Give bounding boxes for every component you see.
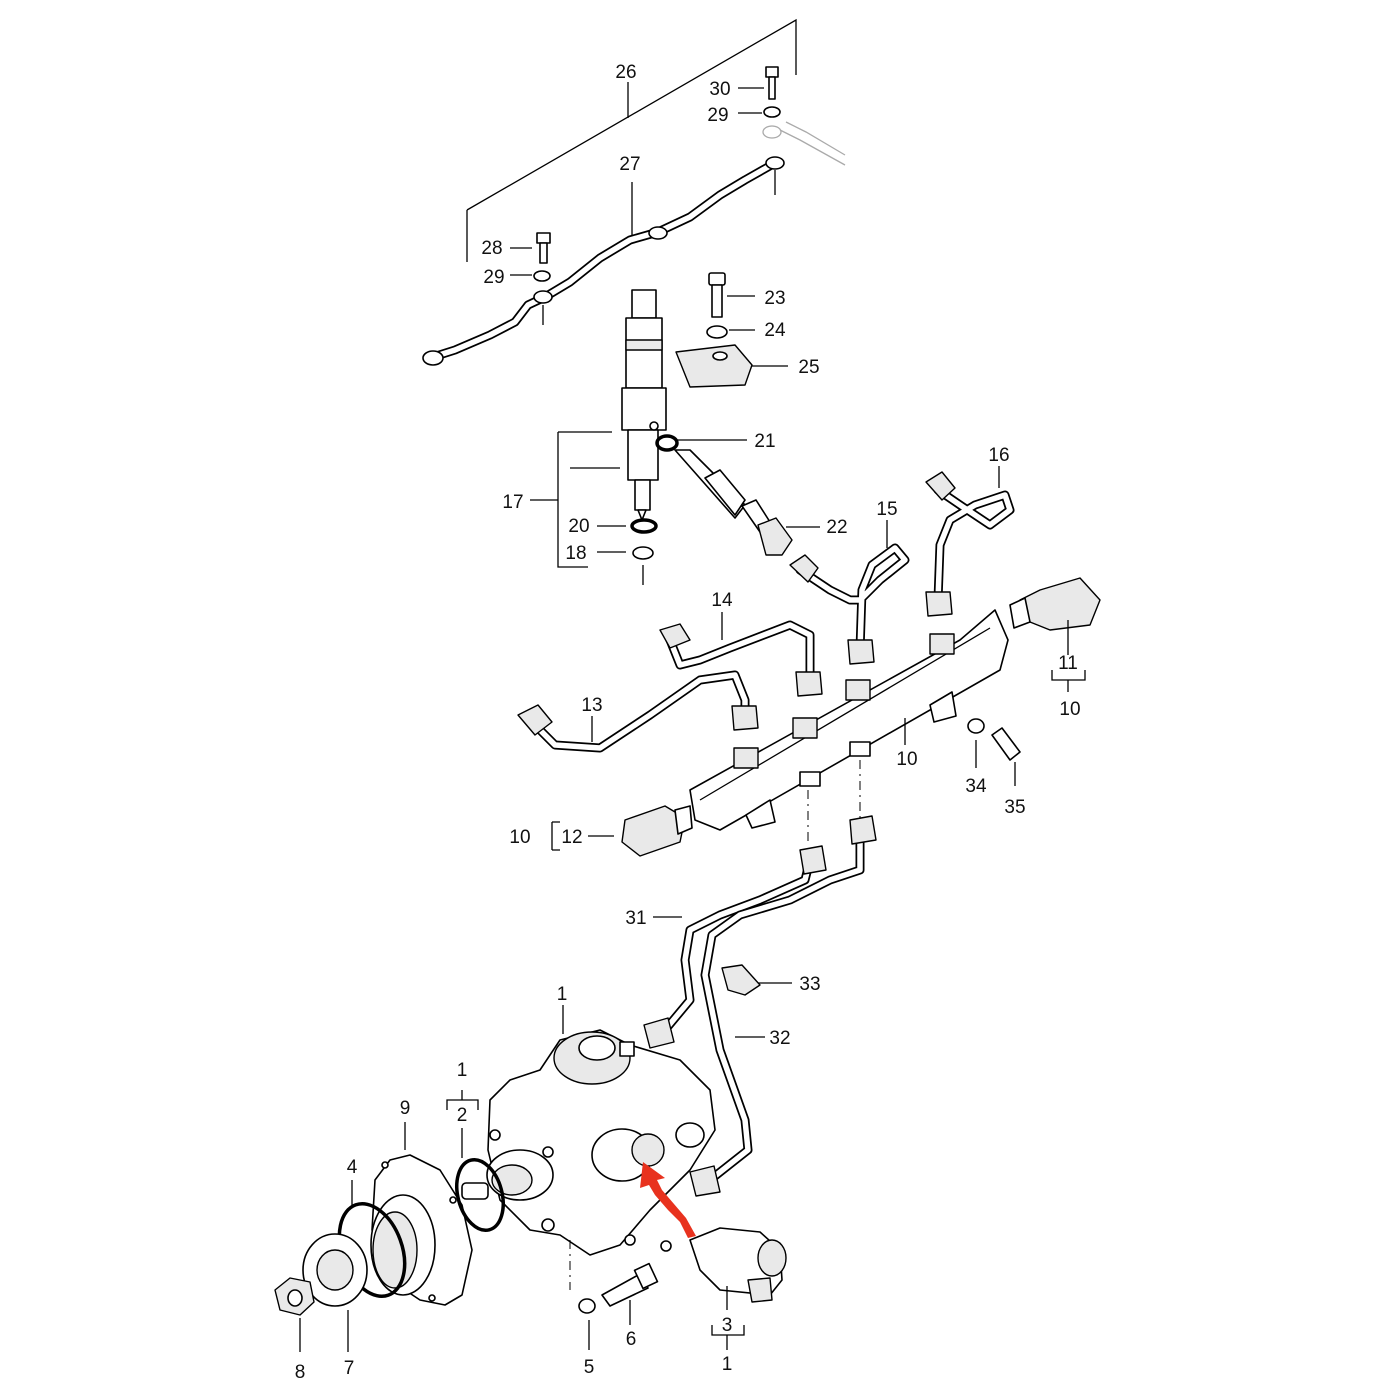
callout-22: 22 <box>826 517 847 538</box>
callout-13: 13 <box>581 695 602 716</box>
callout-1-pump: 1 <box>557 984 568 1005</box>
highlight-arrow <box>640 1162 696 1238</box>
callout-11: 11 <box>1058 653 1078 674</box>
callout-7: 7 <box>344 1358 355 1379</box>
callout-31: 31 <box>625 908 646 929</box>
callout-6: 6 <box>626 1329 637 1350</box>
callout-26: 26 <box>615 62 636 83</box>
common-rail-assembly <box>551 577 1101 857</box>
callout-23: 23 <box>764 288 785 309</box>
callout-16: 16 <box>988 445 1009 466</box>
callout-9: 9 <box>400 1098 411 1119</box>
callout-10-right: 10 <box>1059 699 1080 720</box>
callout-35: 35 <box>1004 797 1025 818</box>
pipes-31-32 <box>643 760 877 1197</box>
callout-10-left: 10 <box>509 827 530 848</box>
pipe-15 <box>789 520 910 665</box>
callout-34: 34 <box>965 776 987 797</box>
injector-assembly <box>530 289 667 585</box>
drive-components <box>274 1090 659 1352</box>
pipe-13 <box>517 670 759 753</box>
callout-labels: 26 30 29 27 28 29 23 24 25 21 16 17 15 2… <box>295 62 1081 1383</box>
callout-30: 30 <box>709 79 730 100</box>
callout-27: 27 <box>619 154 640 175</box>
callout-33: 33 <box>799 974 820 995</box>
callout-1-valve: 1 <box>722 1354 733 1375</box>
injector-feed-assembly <box>655 434 820 556</box>
callout-1-ring: 1 <box>457 1060 468 1081</box>
callout-14: 14 <box>711 590 733 611</box>
pipe-16 <box>925 466 1015 617</box>
callout-12: 12 <box>561 827 582 848</box>
callout-2: 2 <box>457 1105 468 1126</box>
callout-24: 24 <box>764 320 786 341</box>
callout-28: 28 <box>481 238 502 259</box>
callout-10-rail: 10 <box>896 749 917 770</box>
callout-32: 32 <box>769 1028 790 1049</box>
callout-17: 17 <box>502 492 523 513</box>
pipe-14 <box>659 612 823 697</box>
injector-clamp-assembly <box>675 272 788 388</box>
callout-21: 20 <box>568 516 589 537</box>
high-pressure-pump <box>461 1005 716 1290</box>
callout-15: 15 <box>876 499 897 520</box>
callout-25: 25 <box>798 357 819 378</box>
callout-8: 8 <box>295 1362 306 1383</box>
callout-20: 21 <box>754 431 775 452</box>
callout-5: 5 <box>584 1357 595 1378</box>
callout-4: 4 <box>347 1157 358 1178</box>
callout-3: 3 <box>722 1315 733 1336</box>
pressure-control-valve <box>689 1227 787 1350</box>
callout-29-top: 29 <box>707 105 728 126</box>
callout-18: 18 <box>565 543 586 564</box>
callout-29-left: 29 <box>483 267 504 288</box>
leak-off-line-assembly <box>422 18 846 366</box>
